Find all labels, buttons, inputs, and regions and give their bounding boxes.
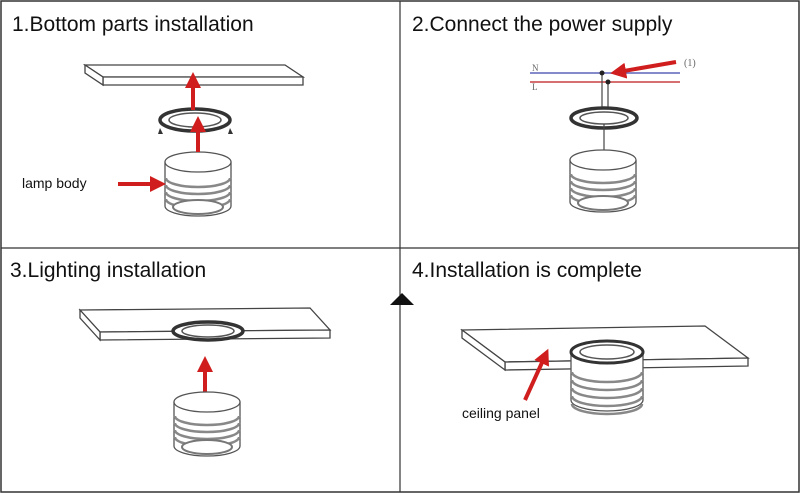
lamp-body-3 [173, 391, 241, 457]
panel-4-drawing [460, 325, 750, 416]
installed-lamp [569, 339, 645, 416]
lamp-body [164, 151, 232, 217]
panel-1-title: 1.Bottom parts installation [12, 13, 254, 36]
panel-2-drawing [530, 60, 680, 213]
panel-3-drawing [78, 307, 332, 457]
panel-3-title: 3.Lighting installation [10, 259, 207, 282]
wire-l-label: L [532, 82, 538, 92]
panel-1-drawing [82, 63, 306, 217]
mounting-ring-2 [569, 106, 639, 130]
ceiling-plate [82, 63, 306, 87]
ceiling-panel-label: ceiling panel [462, 405, 540, 421]
lamp-body-label: lamp body [22, 175, 87, 191]
panel-4-title: 4.Installation is complete [412, 259, 642, 282]
lamp-body-2 [569, 149, 637, 213]
pointer-triangle [390, 293, 414, 305]
junction-marker-label: (1) [684, 58, 696, 69]
arrow-to-junction [610, 60, 677, 79]
arrow-to-ceiling-panel [523, 348, 549, 401]
mounting-ring [158, 107, 233, 134]
wire-n-label: N [532, 63, 539, 73]
panel-2-title: 2.Connect the power supply [412, 13, 673, 36]
ceiling-ring-3 [171, 320, 245, 342]
